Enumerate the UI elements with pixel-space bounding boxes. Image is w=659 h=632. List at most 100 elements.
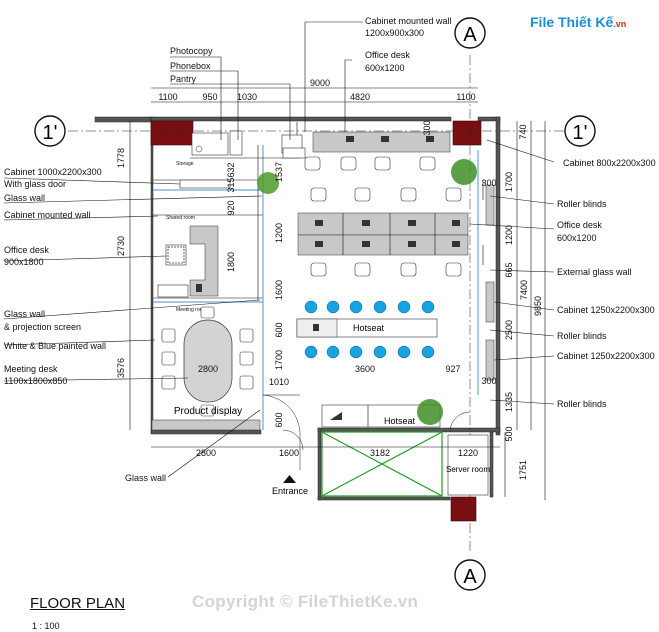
callout-office-desk-top-size: 600x1200 [365, 63, 405, 73]
plan-title: FLOOR PLAN [30, 595, 126, 612]
svg-text:300: 300 [422, 120, 432, 135]
callout-glass-wall-projection: Glass wall [4, 309, 45, 319]
plants [257, 159, 477, 425]
section-marker-1-right: 1' [564, 115, 596, 147]
svg-text:1600: 1600 [274, 280, 284, 300]
cabinet-top-row [312, 131, 451, 153]
dimension-lines [129, 87, 546, 500]
callout-roller-blinds-3: Roller blinds [557, 399, 607, 409]
svg-text:4820: 4820 [350, 92, 370, 102]
svg-text:1778: 1778 [116, 148, 126, 168]
svg-text:300: 300 [481, 376, 496, 386]
svg-text:2800: 2800 [198, 364, 218, 374]
shared-room: Shared room [157, 215, 219, 298]
callout-meeting-desk-size: 1100x1800x850 [4, 376, 67, 386]
hotseat-table: Hotseat [296, 318, 438, 338]
svg-text:1751: 1751 [518, 460, 528, 480]
svg-text:3600: 3600 [355, 364, 375, 374]
svg-text:A: A [463, 24, 477, 46]
storage-cabinet: Storage [176, 161, 231, 189]
svg-text:7400: 7400 [519, 280, 529, 300]
room-label-meeting-room: Meeting room [176, 307, 207, 313]
svg-text:3182: 3182 [370, 448, 390, 458]
svg-text:3576: 3576 [116, 358, 126, 378]
svg-text:1335: 1335 [504, 392, 514, 412]
callout-cabinet-mounted-top: Cabinet mounted wall [365, 16, 452, 26]
callout-office-desk-left-size: 900x1800 [4, 257, 44, 267]
callout-meeting-desk: Meeting desk [4, 364, 58, 374]
callout-cabinet-800: Cabinet 800x2200x300 [563, 158, 656, 168]
svg-text:1200: 1200 [274, 223, 284, 243]
svg-text:1100: 1100 [456, 92, 475, 102]
svg-text:1200: 1200 [504, 225, 514, 245]
callout-cabinet-glass-door-2: With glass door [4, 179, 66, 189]
svg-text:1': 1' [573, 122, 588, 144]
svg-text:1220: 1220 [458, 448, 478, 458]
svg-text:2800: 2800 [196, 448, 216, 458]
callout-painted-wall: White & Blue painted wall [4, 341, 106, 351]
svg-text:665: 665 [504, 262, 514, 277]
svg-text:927: 927 [445, 364, 460, 374]
room-label-hotseat: Hotseat [353, 323, 385, 333]
callout-office-desk-top: Office desk [365, 50, 410, 60]
callout-cabinet-glass-door: Cabinet 1000x2200x300 [4, 167, 102, 177]
hotseat-chairs [304, 300, 435, 359]
server-room: Server room [446, 434, 490, 496]
exterior-walls [94, 116, 501, 501]
svg-text:1030: 1030 [237, 92, 257, 102]
pantry-area [191, 130, 306, 159]
room-label-entrance: Entrance [272, 486, 308, 496]
svg-text:315: 315 [226, 177, 236, 192]
svg-text:1100: 1100 [158, 92, 177, 102]
section-marker-a-top: A [454, 17, 486, 49]
svg-text:1': 1' [43, 122, 58, 144]
svg-text:2730: 2730 [116, 236, 126, 256]
callout-office-desk-left: Office desk [4, 245, 49, 255]
callout-pantry: Pantry [170, 74, 197, 84]
svg-text:632: 632 [226, 162, 236, 177]
svg-text:1700: 1700 [274, 350, 284, 370]
callout-texts: Cabinet mounted wall 1200x900x300 Photoc… [4, 16, 656, 483]
svg-text:600: 600 [274, 412, 284, 427]
svg-text:A: A [463, 566, 477, 588]
meeting-room: Meeting room 2800 Product display [161, 306, 254, 417]
watermark-logo-domain: .vn [613, 19, 627, 29]
callout-cabinet-mounted-wall: Cabinet mounted wall [4, 210, 91, 220]
callout-phonebox: Phonebox [170, 61, 211, 71]
room-label-product-display: Product display [174, 406, 242, 417]
callout-glass-wall-projection-2: & projection screen [4, 322, 81, 332]
office-desks [297, 212, 469, 256]
callout-cabinet-1250-a: Cabinet 1250x2200x300 [557, 305, 655, 315]
callout-office-desk-right-size: 600x1200 [557, 233, 597, 243]
watermark-logo-main: File Thiết Kế [530, 14, 614, 30]
svg-text:500: 500 [504, 426, 514, 441]
svg-text:2500: 2500 [504, 320, 514, 340]
callout-glass-wall-1: Glass wall [4, 193, 45, 203]
svg-text:1010: 1010 [269, 377, 289, 387]
svg-text:740: 740 [518, 124, 528, 139]
svg-text:950: 950 [202, 92, 217, 102]
section-marker-1-left: 1' [34, 115, 66, 147]
bottom-hotseat: Hotseat [321, 404, 441, 428]
watermark-copyright: Copyright © FileThietKe.vn [192, 592, 419, 611]
green-stair-area [321, 431, 443, 497]
svg-text:1600: 1600 [279, 448, 299, 458]
svg-text:9000: 9000 [310, 78, 330, 88]
callout-roller-blinds-2: Roller blinds [557, 331, 607, 341]
callout-glass-wall-bottom: Glass wall [125, 473, 166, 483]
callout-external-glass-wall: External glass wall [557, 267, 632, 277]
room-label-hotseat-2: Hotseat [384, 416, 416, 426]
svg-text:300: 300 [481, 178, 496, 188]
svg-text:1700: 1700 [504, 172, 514, 192]
room-label-shared-room: Shared room [166, 215, 195, 221]
section-marker-a-bottom: A [454, 559, 486, 591]
callout-cabinet-1250-b: Cabinet 1250x2200x300 [557, 351, 655, 361]
callout-cabinet-mounted-top-size: 1200x900x300 [365, 28, 424, 38]
entrance-marker: Entrance [272, 475, 308, 496]
room-label-server-room: Server room [446, 465, 490, 474]
callout-photocopy: Photocopy [170, 46, 213, 56]
callout-leaders [3, 21, 555, 478]
svg-text:920: 920 [226, 200, 236, 215]
svg-text:9850: 9850 [533, 296, 543, 316]
